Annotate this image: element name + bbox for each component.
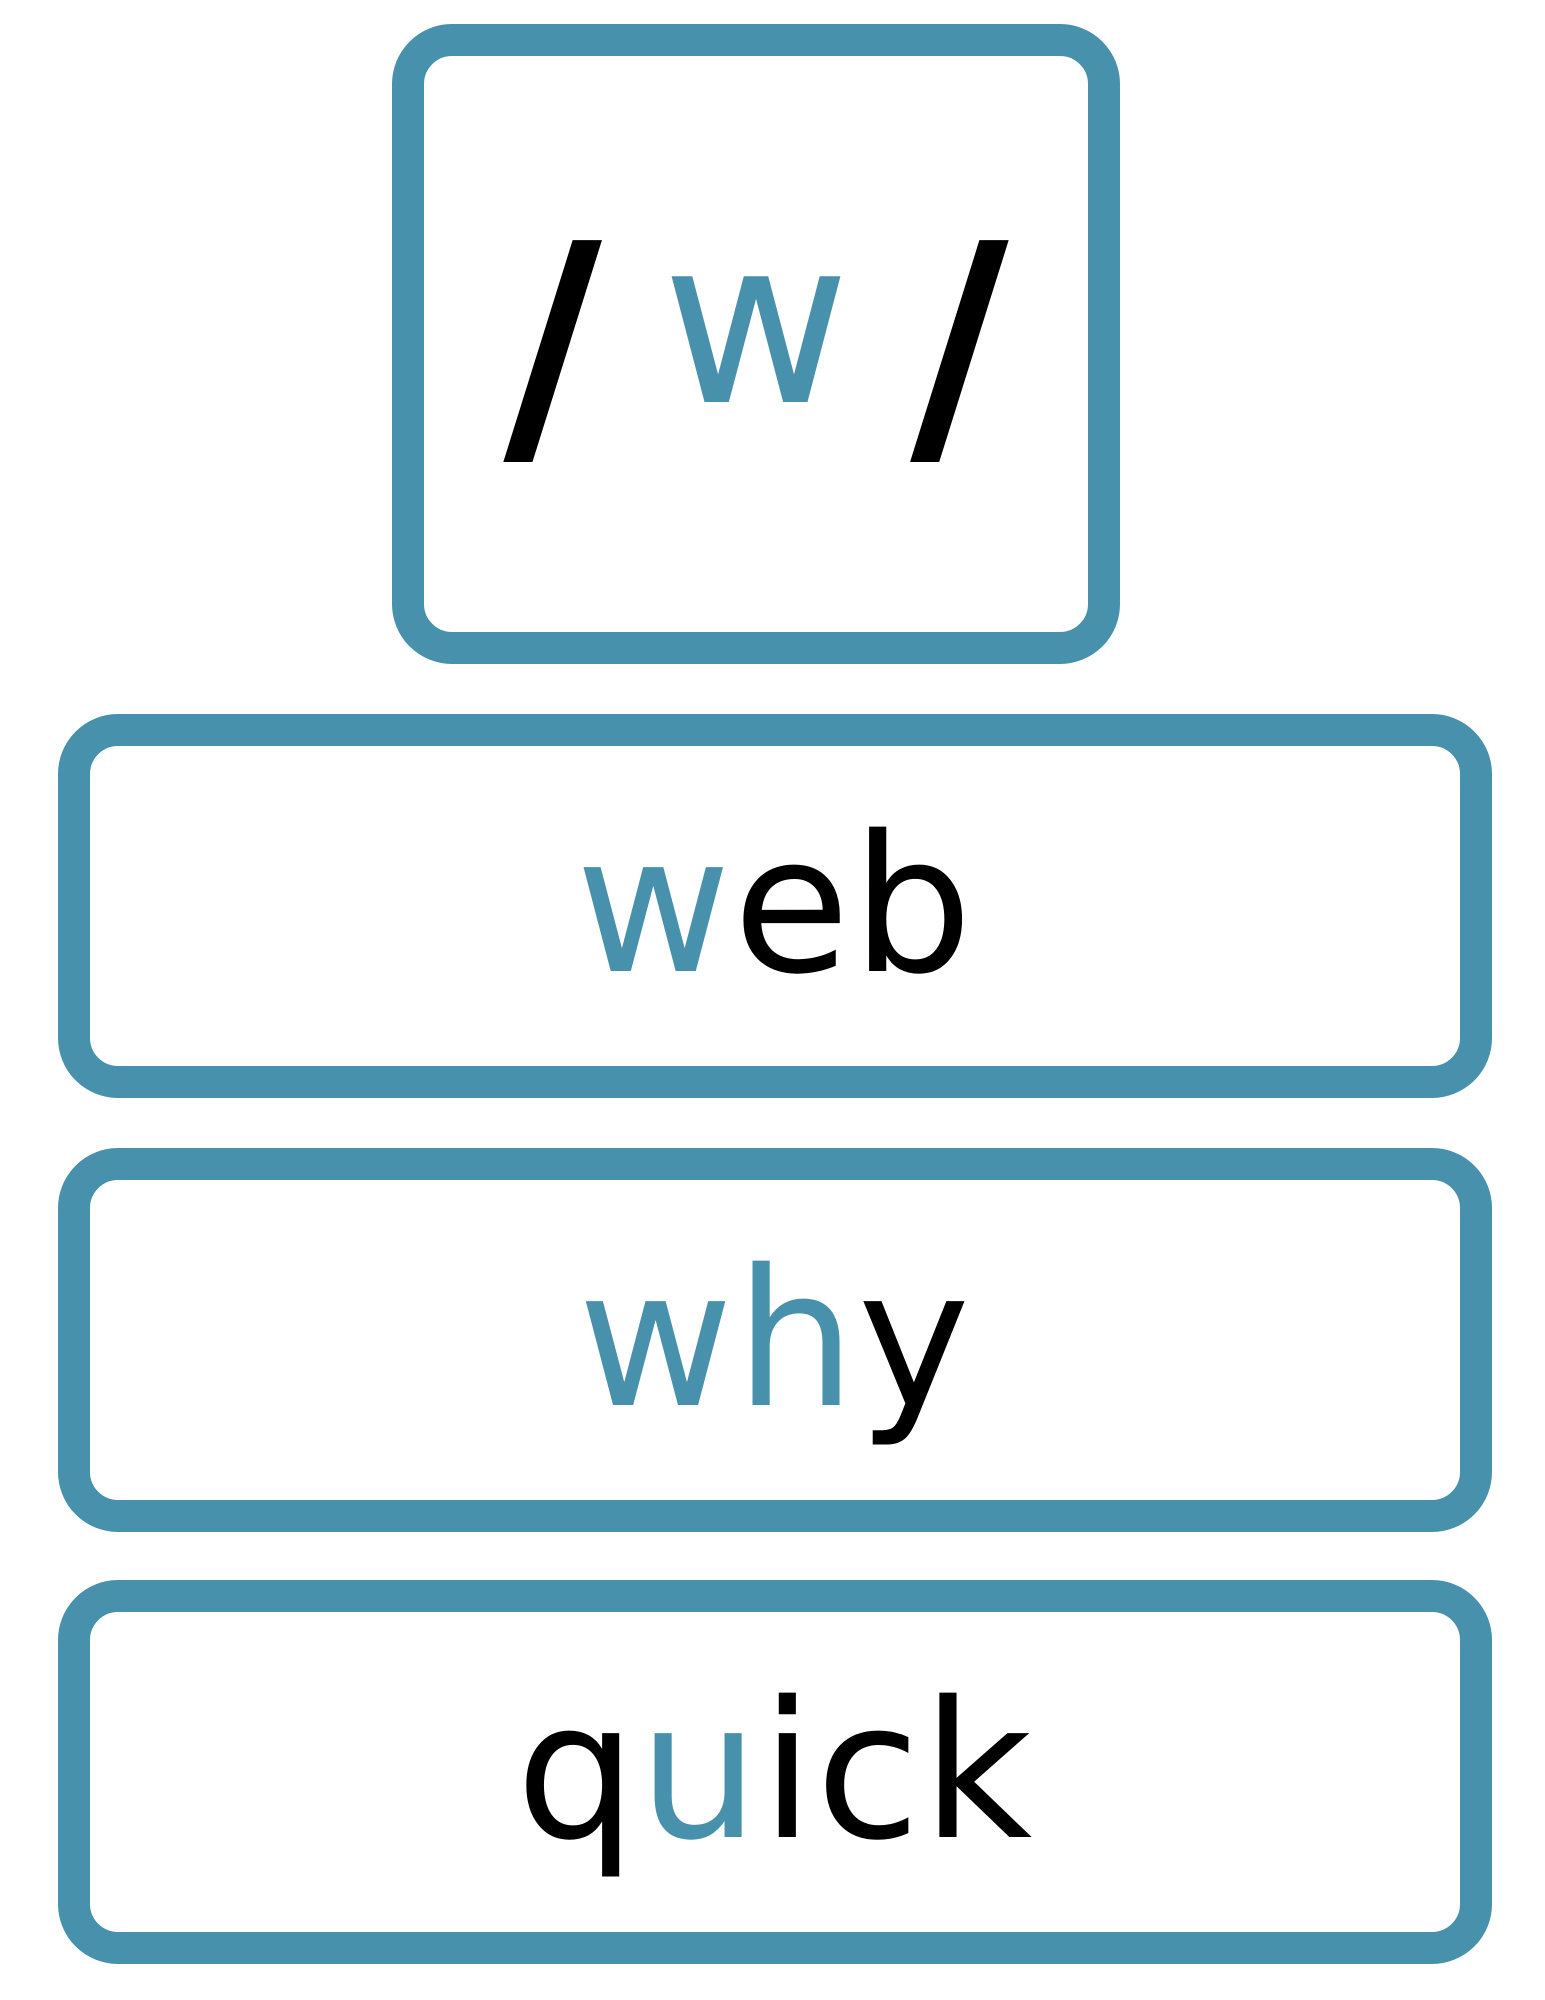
open-slash: / (503, 186, 602, 501)
word: quick (516, 1677, 1034, 1867)
word-segment: y (857, 1229, 973, 1450)
word-segment: eb (732, 795, 975, 1016)
word-segment: ick (760, 1661, 1035, 1882)
word-segment: w (575, 795, 733, 1016)
word-card: web (58, 714, 1492, 1098)
word-card: quick (58, 1580, 1492, 1964)
word-segment: u (638, 1661, 761, 1882)
word-segment: wh (577, 1229, 858, 1450)
close-slash: / (910, 186, 1009, 501)
phoneme-card: / w / (392, 24, 1120, 664)
phoneme-symbol: / w / (424, 56, 1088, 632)
word: why (578, 1245, 972, 1435)
word: web (576, 811, 975, 1001)
word-segment: q (515, 1661, 639, 1882)
word-card: why (58, 1148, 1492, 1532)
phoneme-letter: w (661, 190, 851, 457)
